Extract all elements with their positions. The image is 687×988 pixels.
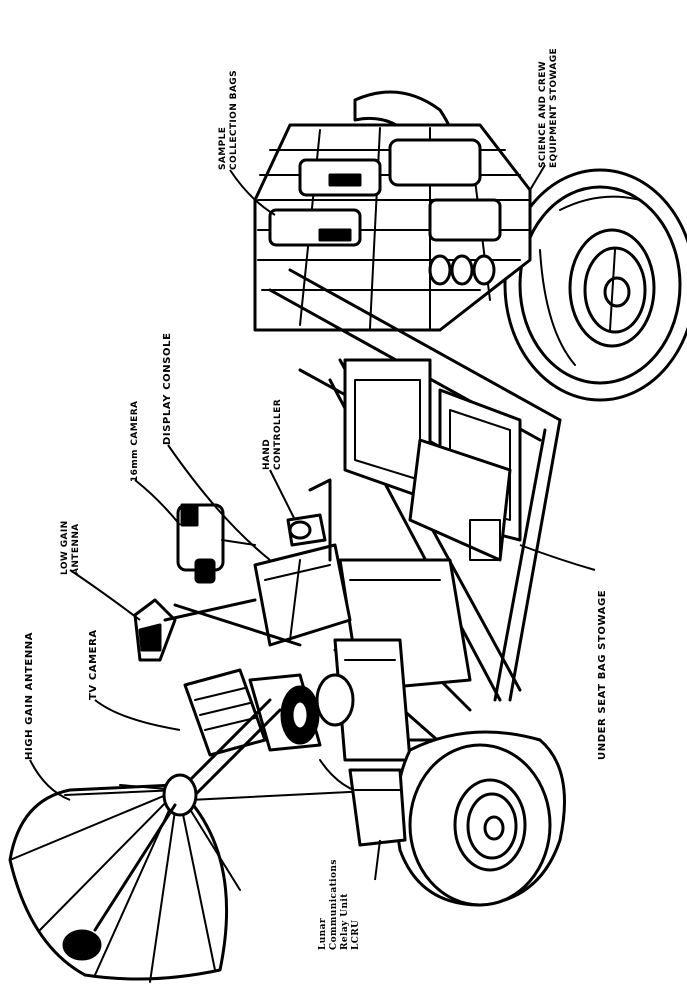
high-gain-antenna bbox=[8, 773, 241, 983]
label-high-gain-antenna: HIGH GAIN ANTENNA bbox=[24, 631, 35, 760]
label-under-seat-bag-stowage: UNDER SEAT BAG STOWAGE bbox=[597, 589, 608, 760]
under-seat-stowage bbox=[333, 558, 472, 762]
lcru-unit bbox=[348, 768, 407, 847]
low-gain-antenna bbox=[133, 598, 302, 662]
front-wheel bbox=[395, 730, 566, 907]
label-lcru: Lunar Communications Relay Unit LCRU bbox=[318, 859, 361, 950]
rear-stowage-pallet bbox=[253, 123, 532, 332]
seats bbox=[343, 358, 522, 562]
label-display-console: DISPLAY CONSOLE bbox=[162, 332, 173, 445]
movie-camera bbox=[176, 503, 256, 584]
label-tv-camera: TV CAMERA bbox=[88, 629, 99, 700]
label-low-gain-antenna: LOW GAIN ANTENNA bbox=[60, 520, 81, 575]
label-16mm-camera: 16mm CAMERA bbox=[130, 400, 140, 482]
label-science-crew-stowage: SCIENCE AND CREW EQUIPMENT STOWAGE bbox=[538, 47, 559, 168]
tv-camera bbox=[183, 668, 355, 757]
label-hand-controller: HAND CONTROLLER bbox=[262, 398, 283, 470]
leader-lines bbox=[29, 164, 596, 881]
display-console bbox=[253, 478, 352, 647]
label-sample-collection-bags: SAMPLE COLLECTION BAGS bbox=[218, 70, 239, 170]
rear-wheel bbox=[503, 168, 687, 402]
